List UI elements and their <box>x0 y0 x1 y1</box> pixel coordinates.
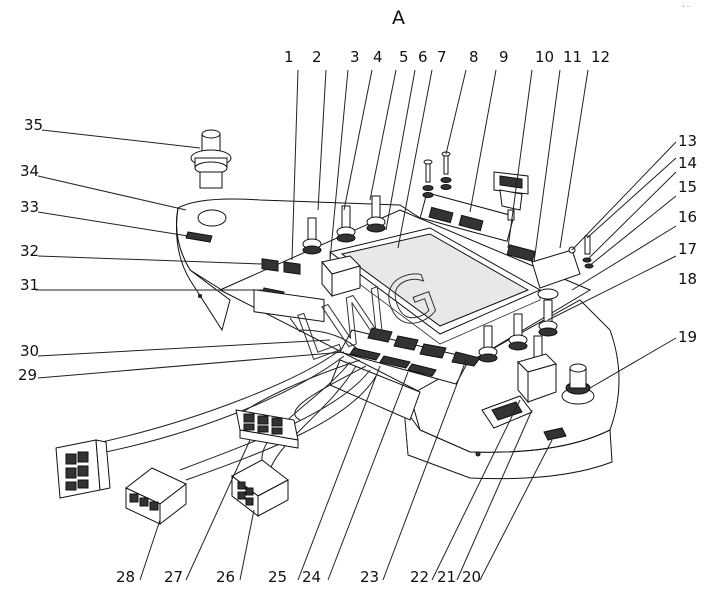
view-title: A <box>392 7 405 29</box>
callout-20: 20 <box>462 568 481 586</box>
callout-29: 29 <box>18 366 37 384</box>
callout-9: 9 <box>499 48 509 66</box>
callout-13: 13 <box>678 132 697 150</box>
callout-28: 28 <box>116 568 135 586</box>
callout-19: 19 <box>678 328 697 346</box>
screws-display <box>422 151 452 198</box>
callout-18: 18 <box>678 270 697 288</box>
callout-10: 10 <box>535 48 554 66</box>
callout-8: 8 <box>469 48 479 66</box>
callout-12: 12 <box>591 48 610 66</box>
callouts-right: 13 14 15 16 17 18 19 <box>678 132 697 346</box>
rocker-switches-lower <box>339 327 481 385</box>
callout-30: 30 <box>20 342 39 360</box>
callout-6: 6 <box>418 48 428 66</box>
connector-left <box>55 439 111 499</box>
connector-28 <box>125 467 187 526</box>
callout-1: 1 <box>284 48 294 66</box>
callout-2: 2 <box>312 48 322 66</box>
callout-7: 7 <box>437 48 447 66</box>
switch-housings <box>321 255 557 404</box>
connector-27 <box>235 409 299 449</box>
callout-15: 15 <box>678 178 697 196</box>
callout-27: 27 <box>164 568 183 586</box>
corner-mark: • — <box>682 4 692 10</box>
callouts-bottom: 28 27 26 25 24 23 22 21 20 <box>116 568 481 586</box>
callout-25: 25 <box>268 568 287 586</box>
callout-31: 31 <box>20 276 39 294</box>
callout-26: 26 <box>216 568 235 586</box>
label-plate-20 <box>543 427 567 441</box>
callout-21: 21 <box>437 568 456 586</box>
rocker-switches-upper <box>253 192 536 323</box>
callout-4: 4 <box>373 48 383 66</box>
callout-33: 33 <box>20 198 39 216</box>
toggle-switches <box>302 195 558 368</box>
callout-23: 23 <box>360 568 379 586</box>
push-button-19 <box>561 363 595 405</box>
leader-lines <box>36 69 677 581</box>
mount-hole <box>197 209 227 227</box>
callouts-left: 35 34 33 32 31 30 29 <box>18 116 43 384</box>
callout-22: 22 <box>410 568 429 586</box>
callout-14: 14 <box>678 154 697 172</box>
push-button-35 <box>190 129 232 189</box>
mounting-bracket <box>531 235 594 300</box>
callout-16: 16 <box>678 208 697 226</box>
callout-5: 5 <box>399 48 409 66</box>
right-wing-features <box>481 363 595 441</box>
callout-3: 3 <box>350 48 360 66</box>
callout-34: 34 <box>20 162 39 180</box>
connector-26 <box>231 459 289 518</box>
callout-35: 35 <box>24 116 43 134</box>
callouts-top: 1 2 3 4 5 6 7 8 9 10 11 12 <box>284 48 610 66</box>
callout-32: 32 <box>20 242 39 260</box>
callout-24: 24 <box>302 568 321 586</box>
callout-11: 11 <box>563 48 582 66</box>
callout-17: 17 <box>678 240 697 258</box>
